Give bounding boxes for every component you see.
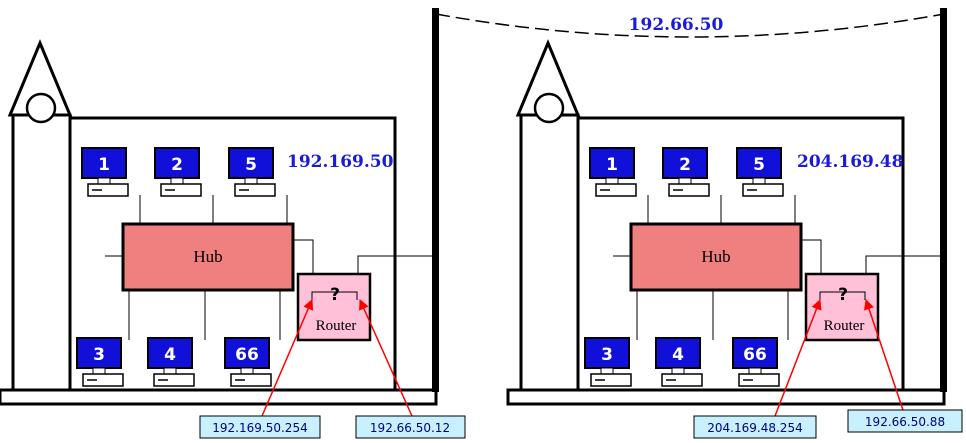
router-symbol: ? [330,285,340,305]
clock-icon [533,92,565,124]
ip-box-outer: 192.66.50.88 [847,409,963,433]
svg-text:1: 1 [98,155,110,175]
svg-text:66: 66 [743,345,767,365]
computer-3: 3 [584,337,632,387]
hub-label: Hub [701,247,730,266]
svg-text:5: 5 [753,155,765,175]
svg-text:192.66.50.88: 192.66.50.88 [865,415,945,429]
ip-box-inner: 192.169.50.254 [199,415,321,439]
arrow-outer-ip [359,299,413,417]
computer-2: 2 [662,147,710,197]
router-left: ? Router [296,272,372,342]
network-label-left: 192.169.50 [287,152,394,172]
svg-text:66: 66 [235,345,259,365]
building-right: 204.169.48 Hub ? Router 1 [506,39,963,439]
svg-text:4: 4 [164,345,176,365]
router-symbol: ? [838,285,848,305]
router-label: Router [316,318,357,334]
computer-2: 2 [154,147,202,197]
monitor-icon [662,147,708,179]
svg-text:2: 2 [171,155,183,175]
svg-text:3: 3 [601,345,613,365]
svg-text:192.169.50.254: 192.169.50.254 [212,421,307,435]
computer-66: 66 [732,337,780,387]
building-left: 192.169.50 Hub ? Router 1 [0,39,466,439]
backbone-pole-right [940,8,947,392]
svg-text:3: 3 [93,345,105,365]
computer-5: 5 [228,147,276,197]
monitor-icon [147,337,193,369]
network-label-right: 204.169.48 [797,152,903,172]
computer-4: 4 [655,337,703,387]
svg-text:1: 1 [606,155,618,175]
arrow-inner-ip [774,299,822,417]
clock-icon [25,92,57,124]
svg-text:2: 2 [679,155,691,175]
computer-4: 4 [147,337,195,387]
ip-box-inner: 204.169.48.254 [693,415,817,439]
monitor-icon [228,147,274,179]
computer-1: 1 [81,147,129,197]
hub-right: Hub [629,222,803,292]
backbone-network-label: 192.66.50 [629,15,724,35]
svg-text:192.66.50.12: 192.66.50.12 [370,421,450,435]
arrow-outer-ip [864,299,906,417]
svg-text:204.169.48.254: 204.169.48.254 [707,421,802,435]
computer-3: 3 [76,337,124,387]
monitor-icon [732,337,778,369]
hub-left: Hub [121,222,295,292]
hub-label: Hub [193,247,222,266]
svg-text:5: 5 [245,155,257,175]
computer-66: 66 [224,337,272,387]
computer-1: 1 [589,147,637,197]
ip-box-outer: 192.66.50.12 [355,415,466,439]
router-label: Router [824,318,865,334]
backbone-pole-left [432,8,439,392]
arrow-inner-ip [261,299,314,417]
monitor-icon [76,337,122,369]
backbone-link [435,13,945,38]
computer-5: 5 [736,147,784,197]
svg-text:4: 4 [672,345,684,365]
